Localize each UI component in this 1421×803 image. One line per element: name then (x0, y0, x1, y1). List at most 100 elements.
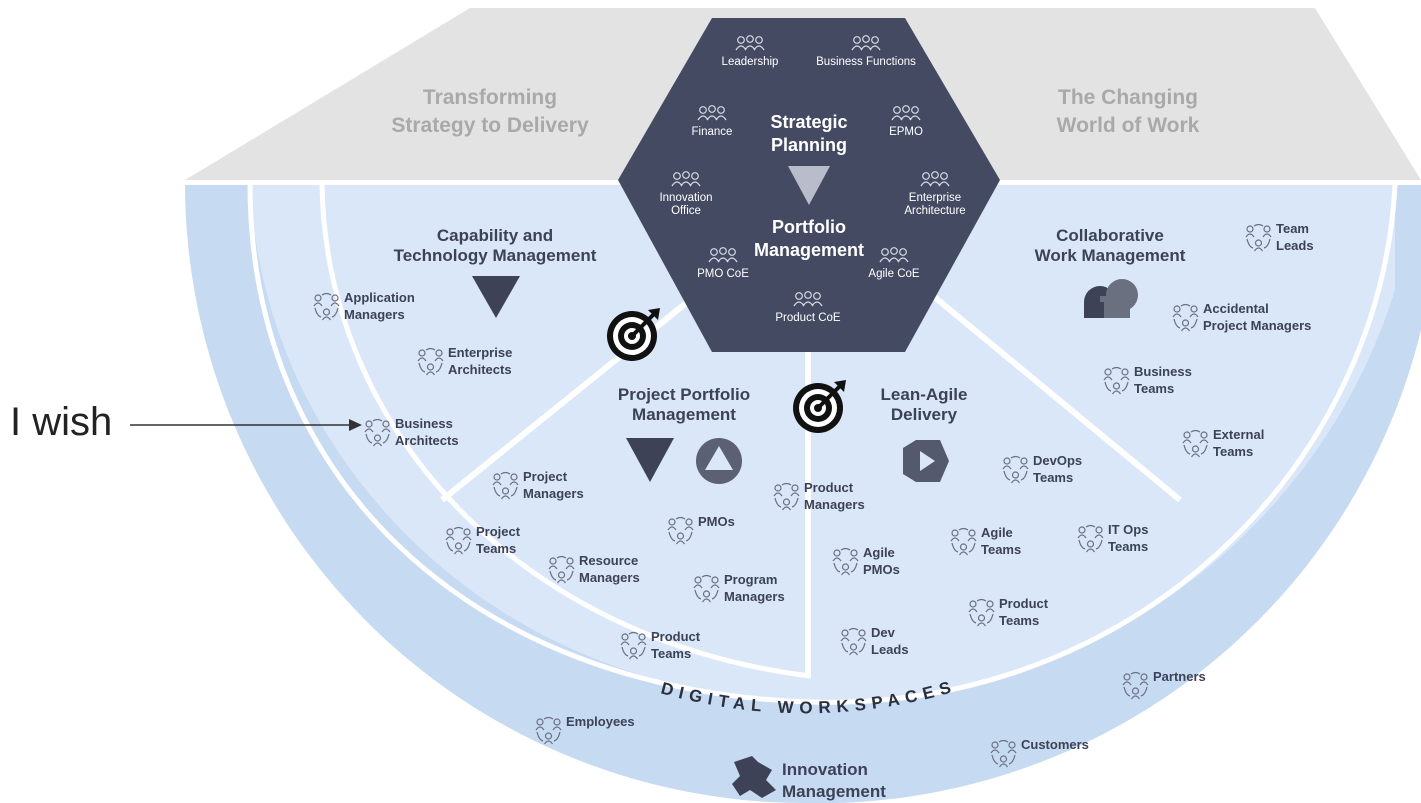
role-text: Team (1276, 221, 1309, 236)
role-text: Teams (1033, 470, 1073, 485)
role-text: Business (1134, 364, 1192, 379)
innovation-puzzle-icon (732, 756, 776, 798)
role-text: PMOs (698, 514, 735, 529)
role-text: DevOps (1033, 453, 1082, 468)
role-text: External (1213, 427, 1264, 442)
role-text: Employees (566, 714, 635, 729)
annotation-arrowhead (349, 419, 362, 431)
team-icon (548, 555, 575, 584)
strategic-line: Planning (771, 135, 847, 155)
role-text: Accidental (1203, 301, 1269, 316)
role-text: Leads (871, 642, 909, 657)
role-text: Partners (1153, 669, 1206, 684)
portfolio-line: Management (754, 240, 864, 260)
role-text: Agile (981, 525, 1013, 540)
team-icon (313, 292, 340, 321)
cloud-icon (1084, 279, 1138, 318)
team-icon (667, 516, 694, 545)
hexagon-role-text: Office (671, 205, 701, 217)
people-icon (708, 247, 738, 263)
team-icon (1077, 524, 1104, 553)
team-icon (620, 631, 647, 660)
role-text: Project (476, 524, 521, 539)
hexagon-role-text: Innovation (659, 192, 712, 204)
role-text: Leads (1276, 238, 1314, 253)
role-text: Managers (344, 307, 405, 322)
team-icon (1245, 223, 1272, 252)
hexagon-role-text: Enterprise (909, 192, 961, 204)
role-text: Project (523, 469, 568, 484)
role-text: Teams (476, 541, 516, 556)
team-icon (1103, 366, 1130, 395)
heading-line: World of Work (1057, 114, 1200, 137)
heading-line: The Changing (1058, 86, 1198, 109)
strategic-funnel-icon (788, 166, 830, 205)
inner-arc-line (319, 184, 811, 679)
section-heading-line: Collaborative (1056, 226, 1164, 245)
people-icon (671, 171, 701, 187)
role-text: Customers (1021, 737, 1089, 752)
team-icon (832, 547, 859, 576)
lean-agile-play-icon (903, 440, 949, 482)
role-list: ApplicationManagersEnterpriseArchitectsB… (313, 221, 1314, 768)
people-icon (851, 35, 881, 51)
team-icon (1182, 429, 1209, 458)
hexagon-role-text: Product CoE (775, 312, 841, 324)
ppm-funnel-icon (626, 438, 674, 482)
people-icon (879, 247, 909, 263)
divider-right (930, 292, 1182, 503)
role-text: Product (651, 629, 701, 644)
team-icon (968, 598, 995, 627)
annotation-text: I wish (10, 400, 113, 444)
hexagon-role-text: EPMO (889, 126, 923, 138)
role-text: Teams (999, 613, 1039, 628)
ppm-pie-icon (696, 438, 742, 484)
role-text: Architects (448, 362, 512, 377)
role-text: IT Ops (1108, 522, 1148, 537)
role-text: Managers (804, 497, 865, 512)
team-icon (693, 574, 720, 603)
hexagon-role-text: Agile CoE (868, 268, 919, 280)
section-heading-line: Lean-Agile (881, 385, 968, 404)
people-icon (697, 105, 727, 121)
role-text: Managers (724, 589, 785, 604)
section-heading-line: Management (632, 405, 736, 424)
section-heading-line: Work Management (1035, 246, 1186, 265)
role-text: PMOs (863, 562, 900, 577)
team-icon (1002, 455, 1029, 484)
role-text: Application (344, 290, 415, 305)
team-icon (417, 347, 444, 376)
team-icon (445, 526, 472, 555)
role-text: Teams (651, 646, 691, 661)
role-text: Product (999, 596, 1049, 611)
hexagon-role-text: Business Functions (816, 56, 916, 68)
people-icon (793, 291, 823, 307)
target-icon-left (607, 308, 660, 361)
heading-line: Transforming (423, 86, 557, 109)
outer-arc-line (247, 184, 1398, 705)
people-icon (920, 171, 950, 187)
team-icon (1122, 671, 1149, 700)
capability-funnel-icon (472, 276, 520, 318)
innovation-line: Management (782, 782, 886, 801)
hexagon-role-text: Finance (692, 126, 733, 138)
team-icon (1172, 303, 1199, 332)
role-text: Business (395, 416, 453, 431)
team-icon (773, 482, 800, 511)
portfolio-line: Portfolio (772, 217, 846, 237)
team-icon (950, 527, 977, 556)
role-text: Agile (863, 545, 895, 560)
section-heading-line: Technology Management (394, 246, 597, 265)
role-text: Teams (981, 542, 1021, 557)
section-heading-line: Capability and (437, 226, 553, 245)
